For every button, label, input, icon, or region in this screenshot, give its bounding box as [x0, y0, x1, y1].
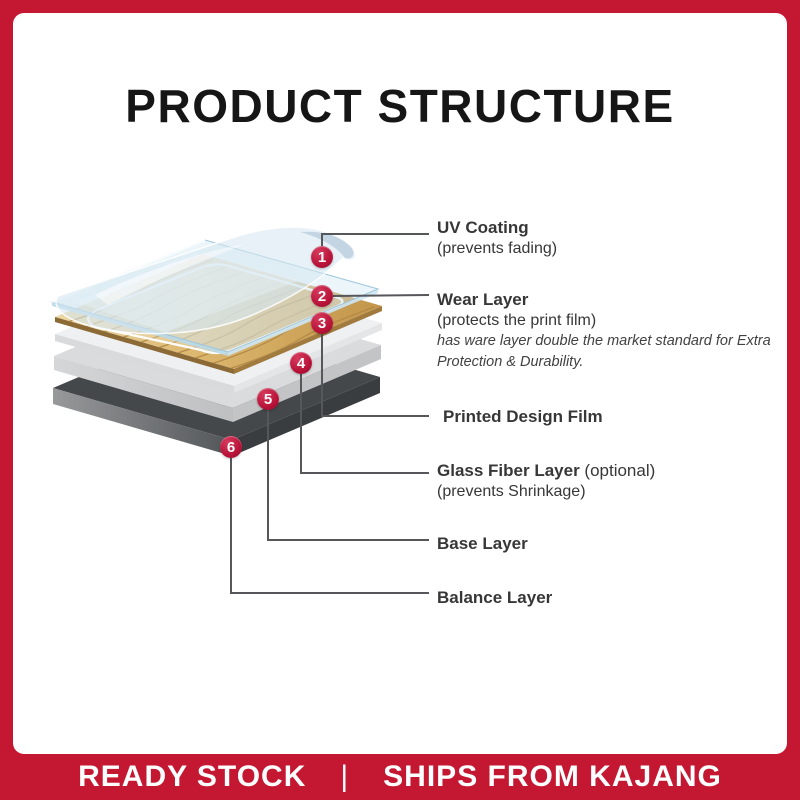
- callout-printed-design-film: Printed Design Film: [443, 406, 777, 427]
- leader-line-3: [321, 334, 429, 417]
- leader-line-4: [300, 374, 429, 474]
- marker-5: 5: [257, 388, 279, 410]
- leader-line-6: [230, 458, 429, 594]
- marker-6: 6: [220, 436, 242, 458]
- leader-line-5: [267, 410, 429, 541]
- leader-line-2: [332, 294, 430, 297]
- marker-4: 4: [290, 352, 312, 374]
- callout-wear-layer: Wear Layer (protects the print film) has…: [437, 289, 771, 372]
- marker-3: 3: [311, 312, 333, 334]
- marker-1: 1: [311, 246, 333, 268]
- ships-from-text: SHIPS FROM KAJANG: [383, 760, 722, 793]
- callout-base-layer: Base Layer: [437, 533, 771, 554]
- callout-uv-coating: UV Coating (prevents fading): [437, 217, 771, 259]
- page-title: PRODUCT STRUCTURE: [125, 80, 675, 132]
- callout-note: has ware layer double the market standar…: [437, 333, 771, 370]
- callout-title: Glass Fiber Layer (optional): [437, 461, 656, 480]
- callout-subtitle: (prevents Shrinkage): [437, 483, 586, 500]
- marker-2: 2: [311, 285, 333, 307]
- callout-glass-fiber-layer: Glass Fiber Layer (optional) (prevents S…: [437, 460, 771, 502]
- callout-title: Base Layer: [437, 534, 528, 553]
- callout-title: Wear Layer: [437, 290, 529, 309]
- footer-banner: READY STOCK | SHIPS FROM KAJANG: [0, 754, 800, 800]
- callout-subtitle: (protects the print film): [437, 312, 597, 329]
- callout-title: UV Coating: [437, 218, 529, 237]
- callout-title: Printed Design Film: [443, 407, 603, 426]
- callout-balance-layer: Balance Layer: [437, 587, 771, 608]
- callout-subtitle: (prevents fading): [437, 240, 558, 257]
- ready-stock-text: READY STOCK: [78, 760, 307, 793]
- leader-line-1: [321, 233, 429, 246]
- callout-title: Balance Layer: [437, 588, 553, 607]
- leader-lines: [230, 233, 430, 594]
- footer-separator: |: [340, 760, 350, 793]
